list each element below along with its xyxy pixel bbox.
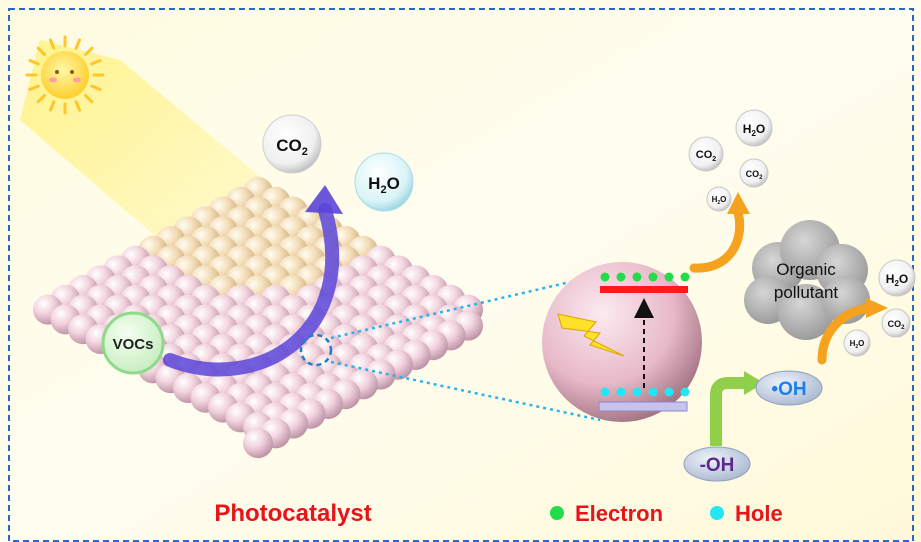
legend: Electron Hole [550, 501, 783, 526]
catalyst-particle [542, 262, 702, 422]
electron-dots [600, 272, 690, 282]
vocs-label: VOCs [113, 336, 154, 353]
h2o-bubble-right: H2O [878, 259, 916, 297]
svg-text:H2O: H2O [886, 272, 908, 288]
h2o-bubble: H2O [354, 152, 414, 212]
hole-dot [632, 387, 642, 397]
legend-electron-label: Electron [575, 501, 663, 526]
pollutant-label-line2: pollutant [774, 283, 839, 302]
cloud-icon [744, 220, 870, 340]
conduction-band [600, 286, 688, 293]
sun-ray [28, 84, 40, 92]
co2-bubble: CO2 [262, 114, 322, 174]
co2-bubble-top-left: CO2 [688, 136, 724, 172]
zoom-circle [299, 333, 333, 367]
lattice-sphere [243, 428, 273, 459]
electron-dot [632, 272, 642, 282]
valence-band [598, 401, 688, 412]
legend-hole-marker [710, 506, 724, 520]
vocs-bubble: VOCs [101, 311, 165, 375]
sun-ray [48, 38, 56, 50]
sun-ray [74, 38, 82, 50]
electron-dot [680, 272, 690, 282]
sun-ray [48, 100, 56, 112]
hole-dot [664, 387, 674, 397]
sun-ray [84, 94, 94, 104]
sun-icon [25, 35, 105, 115]
svg-text:H2O: H2O [743, 122, 765, 138]
lightning-bolt-icon [557, 313, 625, 357]
sun-ray [28, 58, 40, 66]
h2o-formula: H2O [368, 174, 400, 196]
hydroxyl-arrow [710, 371, 764, 446]
sun-ray [36, 94, 46, 104]
svg-text:CO2: CO2 [888, 319, 906, 331]
sun-ray [74, 100, 82, 112]
sun-ray [36, 46, 46, 56]
electron-dot [616, 272, 626, 282]
hole-dot [616, 387, 626, 397]
sun-ray [90, 58, 102, 66]
sun-ray [90, 84, 102, 92]
hole-dot [680, 387, 690, 397]
hydroxyl-radical-label: •OH [771, 379, 806, 400]
electron-dot [600, 272, 610, 282]
svg-text:H2O: H2O [712, 195, 727, 206]
cycle-arrow [163, 185, 343, 377]
pollutant-label-line1: Organic [776, 260, 836, 279]
electron-dot [664, 272, 674, 282]
hole-dot [600, 387, 610, 397]
legend-hole-label: Hole [735, 501, 783, 526]
co2-bubble-top-right: CO2 [739, 158, 769, 188]
product-arrow-top [689, 192, 750, 273]
sun-ray [84, 46, 94, 56]
co2-formula: CO2 [276, 136, 308, 158]
h2o-bubble-top-small: H2O [706, 186, 732, 212]
svg-text:CO2: CO2 [696, 149, 717, 163]
photocatalyst-title: Photocatalyst [214, 500, 371, 527]
electron-dot [648, 272, 658, 282]
hole-dot [648, 387, 658, 397]
zoom-line-top [330, 280, 571, 340]
h2o-bubble-right-small: H2O [843, 329, 871, 357]
hydroxyl-ion-label: -OH [700, 455, 735, 476]
legend-electron-marker [550, 506, 564, 520]
product-arrow-right [817, 298, 888, 365]
hydroxyl-ion-bubble: -OH [683, 446, 751, 482]
hole-dots [600, 387, 690, 397]
svg-text:H2O: H2O [850, 339, 865, 350]
hydroxyl-radical-bubble: •OH [755, 370, 823, 406]
co2-bubble-right: CO2 [881, 308, 911, 338]
svg-text:CO2: CO2 [746, 169, 764, 181]
h2o-bubble-top: H2O [735, 109, 773, 147]
